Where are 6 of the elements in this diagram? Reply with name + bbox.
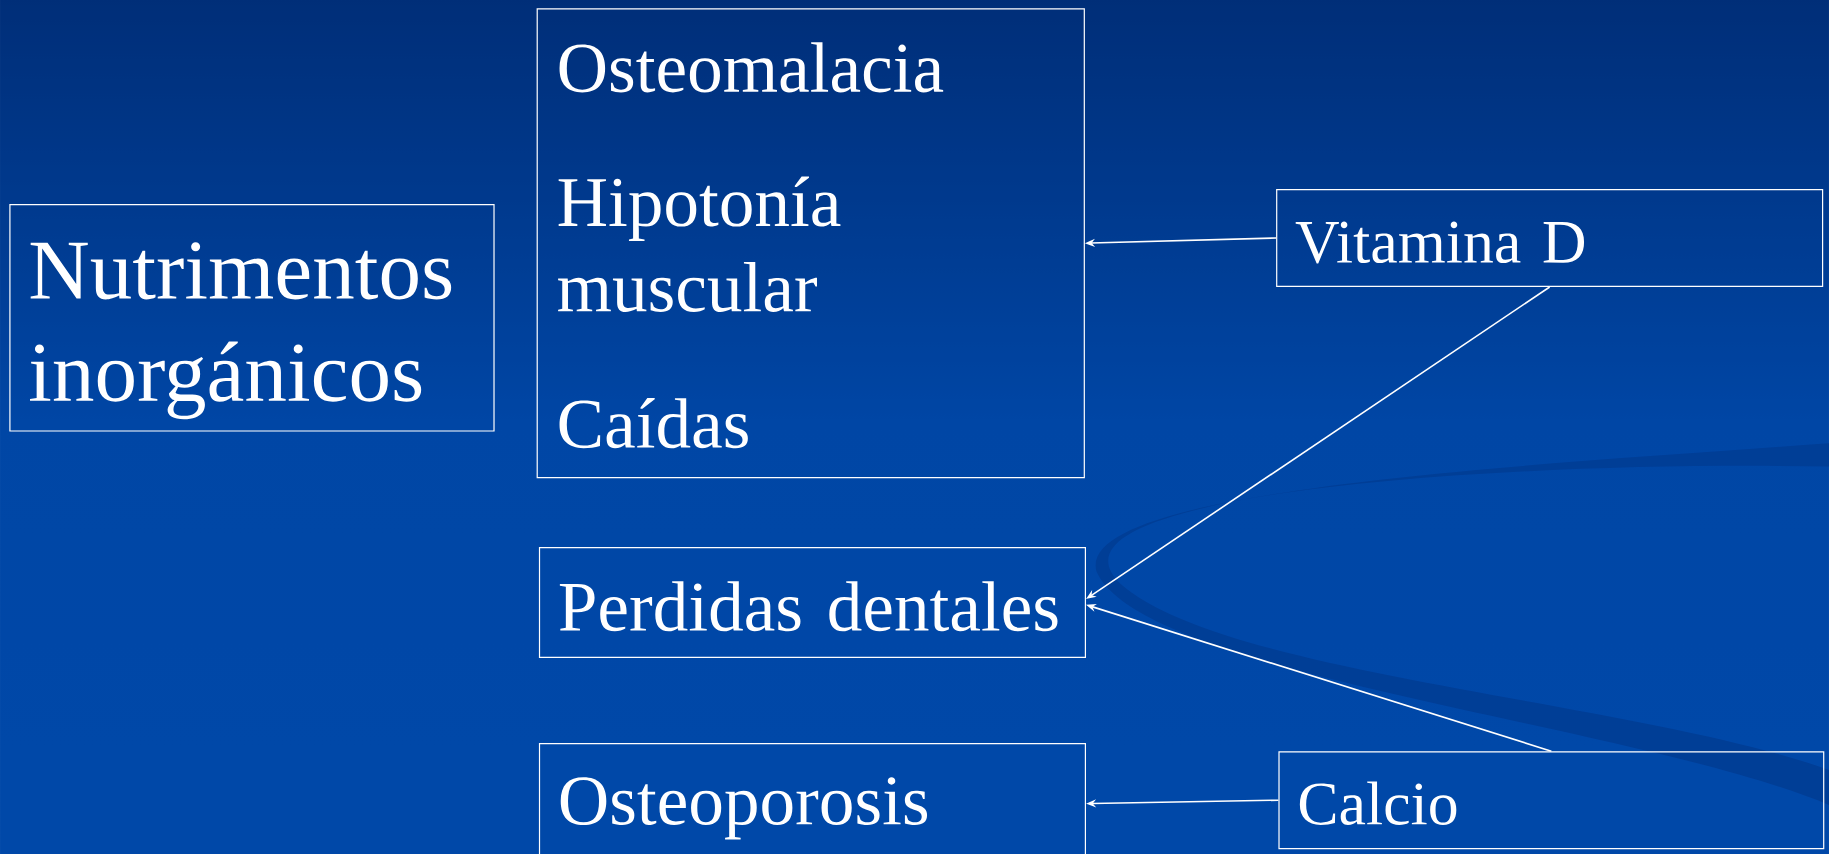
text-box: Osteomalacia Hipotonía muscular Caídas [536, 8, 1085, 479]
text-box: Calcio [1278, 751, 1825, 850]
text-box: Osteoporosis [538, 743, 1086, 854]
text-box: Perdidas dentales [538, 547, 1086, 658]
text-box: Nutrimentos inorgánicos [9, 204, 495, 432]
text-box: Vitamina D [1276, 189, 1824, 287]
